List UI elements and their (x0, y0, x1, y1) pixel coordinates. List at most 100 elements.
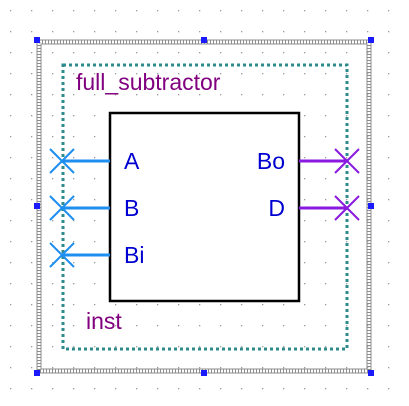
grid-dot (199, 325, 201, 327)
grid-dot (367, 283, 369, 285)
grid-dot (388, 199, 390, 201)
grid-dot (325, 115, 327, 117)
selection-handle[interactable] (34, 37, 40, 43)
grid-dot (367, 52, 369, 54)
grid-dot (178, 10, 180, 12)
grid-dot (199, 94, 201, 96)
grid-dot (157, 94, 159, 96)
selection-handle[interactable] (368, 37, 374, 43)
grid-dot (283, 94, 285, 96)
grid-dot (304, 157, 306, 159)
grid-dot (115, 31, 117, 33)
grid-dot (52, 157, 54, 159)
grid-dot (178, 367, 180, 369)
grid-dot (388, 304, 390, 306)
grid-dot (94, 52, 96, 54)
grid-dot (52, 94, 54, 96)
selection-handle[interactable] (368, 203, 374, 209)
input-port-bi[interactable]: Bi (49, 242, 144, 268)
grid-dot (199, 31, 201, 33)
grid-dot (73, 178, 75, 180)
grid-dot (367, 304, 369, 306)
grid-dot (73, 241, 75, 243)
grid-dot (367, 220, 369, 222)
grid-dot (283, 10, 285, 12)
grid-dot (115, 388, 117, 390)
grid-dot (367, 367, 369, 369)
grid-dot (283, 346, 285, 348)
selection-handle[interactable] (201, 370, 207, 376)
grid-dot (10, 52, 12, 54)
grid-dot (241, 367, 243, 369)
grid-dot (304, 388, 306, 390)
port-label-d: D (268, 195, 285, 221)
grid-dot (31, 220, 33, 222)
grid-dot (199, 388, 201, 390)
selection-frame-inner (40, 43, 368, 370)
grid-dot (325, 388, 327, 390)
grid-dot (31, 73, 33, 75)
grid-dot (325, 94, 327, 96)
grid-dot (367, 199, 369, 201)
grid-dot (10, 31, 12, 33)
grid-dot (10, 346, 12, 348)
grid-dot (325, 346, 327, 348)
grid-dot (325, 304, 327, 306)
grid-dot (346, 199, 348, 201)
grid-dot (52, 346, 54, 348)
grid-dot (304, 115, 306, 117)
grid-dot (52, 325, 54, 327)
grid-dot (94, 115, 96, 117)
grid-dot (10, 178, 12, 180)
grid-dot (115, 73, 117, 75)
grid-dot (31, 178, 33, 180)
selection-handle[interactable] (34, 370, 40, 376)
selection-handle[interactable] (368, 370, 374, 376)
grid-dot (346, 157, 348, 159)
selection-handle[interactable] (201, 37, 207, 43)
grid-dot (10, 262, 12, 264)
grid-dot (367, 10, 369, 12)
grid-dot (325, 157, 327, 159)
grid-dot (94, 220, 96, 222)
grid-dot (346, 388, 348, 390)
selection-handles[interactable] (34, 37, 374, 376)
grid-dot (157, 10, 159, 12)
grid-dot (199, 10, 201, 12)
grid-dot (304, 52, 306, 54)
grid-dot (346, 241, 348, 243)
input-port-a[interactable]: A (49, 148, 140, 174)
grid-dot (31, 94, 33, 96)
grid-dot (388, 178, 390, 180)
output-port-bo[interactable]: Bo (257, 148, 360, 174)
grid-dot (325, 73, 327, 75)
grid-dot (304, 73, 306, 75)
grid-dot (10, 325, 12, 327)
grid-dot (388, 157, 390, 159)
grid-dot (178, 388, 180, 390)
grid-dot (325, 367, 327, 369)
input-port-b[interactable]: B (49, 195, 139, 221)
grid-dot (31, 304, 33, 306)
grid-dot (136, 388, 138, 390)
grid-dot (94, 346, 96, 348)
grid-dot (388, 241, 390, 243)
grid-dot (346, 10, 348, 12)
symbol-body[interactable] (108, 111, 301, 303)
grid-dot (31, 346, 33, 348)
grid-dot (367, 262, 369, 264)
pin-bo-x-icon (334, 148, 360, 174)
grid-dot (10, 199, 12, 201)
grid-dot (199, 367, 201, 369)
grid-dot (199, 52, 201, 54)
grid-dot (388, 220, 390, 222)
grid-dot (94, 157, 96, 159)
grid-dot (367, 157, 369, 159)
selection-handle[interactable] (34, 203, 40, 209)
grid-dot (52, 241, 54, 243)
output-port-d[interactable]: D (268, 195, 360, 221)
grid-dot (283, 325, 285, 327)
grid-dot (220, 10, 222, 12)
grid-dot (52, 52, 54, 54)
grid-dot (346, 283, 348, 285)
